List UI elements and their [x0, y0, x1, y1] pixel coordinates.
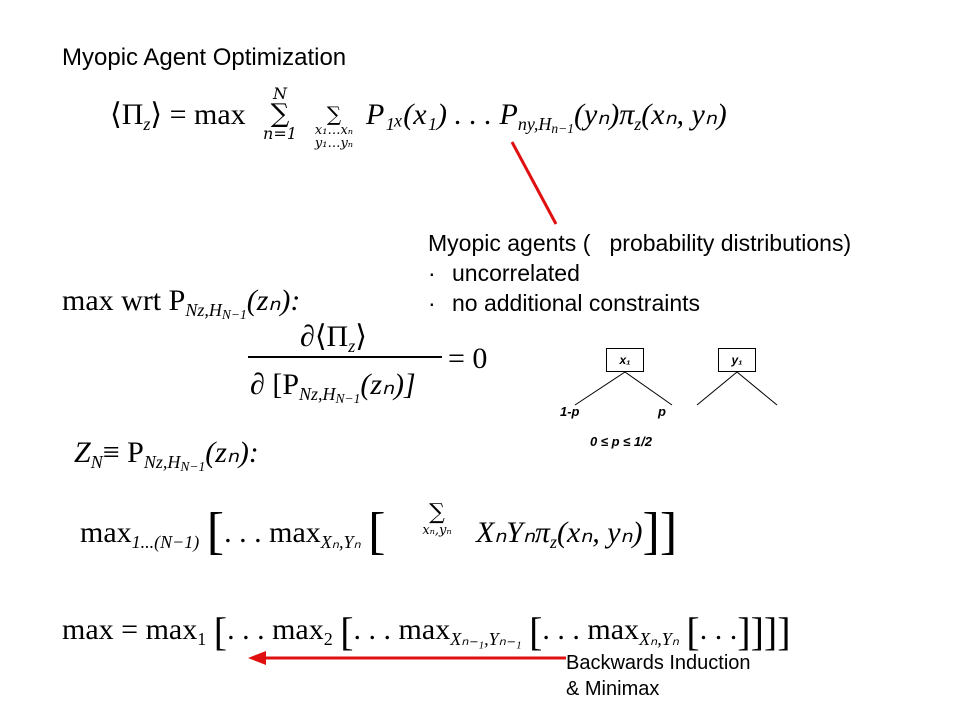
arrow-head-icon: [248, 651, 266, 665]
footer-note: Backwards Induction & Minimax: [566, 650, 751, 702]
eq1-terms-sub: ny,H: [517, 114, 552, 135]
tree-right-label: p: [658, 404, 666, 419]
eq1-inner-sub2: y₁…yₙ: [314, 136, 354, 151]
footer-line-2: & Minimax: [566, 678, 660, 700]
open-bracket-icon: [: [213, 609, 228, 654]
eq1-lhs-sub: z: [143, 114, 151, 135]
tree-y-right-branch: [736, 371, 778, 406]
eq1-sum: N ∑ n=1: [258, 86, 302, 142]
page-title: Myopic Agent Optimization: [62, 44, 347, 71]
close-bracket-icon: ]]]]: [737, 609, 791, 654]
equation-zn-definition: ZN≡ PNz,HN−1(zₙ):: [74, 436, 259, 475]
annotation-line-2: ·uncorrelated: [428, 260, 580, 286]
eq1-terms-main: P₁ₓ(x₁) . . . P: [366, 98, 518, 131]
tree-node-x: x₁: [606, 348, 644, 372]
equation-nested-max: max1...(N−1) [. . . maxXₙ,Yₙ [: [80, 503, 386, 560]
eq3-denominator: ∂ [PNz,HN−1(zₙ)]: [250, 368, 416, 407]
eq1-terms: P₁ₓ(x₁) . . . Pny,Hn−1(yₙ)πz(xₙ, yₙ): [366, 98, 727, 136]
eq2-tail: (zₙ):: [246, 284, 301, 317]
eq1-inner-sum: ∑ x₁…xₙ y₁…yₙ: [304, 104, 364, 150]
close-bracket-icon: ]]: [642, 503, 678, 560]
bullet-icon: ·: [428, 260, 436, 286]
eq1-terms-tail: (yₙ)π: [573, 98, 635, 131]
open-bracket-icon: [: [686, 609, 700, 654]
annotation-line-3: ·no additional constraints: [428, 290, 701, 316]
tree-node-y: y₁: [718, 348, 756, 372]
annotation-note: Myopic agents ( probability distribution…: [428, 228, 851, 318]
eq1-sum-top: N: [273, 84, 287, 103]
fraction-bar: [248, 356, 442, 358]
eq3-numerator: ∂⟨Πz⟩: [300, 320, 367, 357]
equation-expected-payoff: ⟨Πz⟩ = max: [110, 98, 246, 134]
eq1-terms-tail-sub: z: [634, 114, 642, 135]
eq2-text: max wrt P: [62, 284, 186, 317]
open-bracket-icon: [: [206, 503, 225, 560]
eq2-sub: Nz,H: [185, 300, 222, 321]
eq1-sum-bottom: n=1: [263, 124, 297, 143]
eq1-lhs: ⟨Π: [110, 98, 144, 131]
open-bracket-icon: [: [529, 609, 543, 654]
open-bracket-icon: [: [368, 503, 386, 560]
eq1-terms-tail-end: (xₙ, yₙ): [641, 98, 727, 131]
equation-max-chain: max = max1 [. . . max2 [. . . maxXₙ₋₁,Yₙ…: [62, 609, 791, 654]
open-bracket-icon: [: [340, 609, 354, 654]
annotation-line-1: Myopic agents ( probability distribution…: [428, 230, 852, 256]
eq2-subsub: N−1: [221, 307, 247, 323]
tree-constraint: 0 ≤ p ≤ 1/2: [590, 434, 652, 449]
tree-x-right-branch: [624, 371, 673, 406]
eq5-body: XₙYₙπz(xₙ, yₙ)]]: [476, 503, 678, 560]
eq1-terms-subsub: n−1: [551, 121, 574, 137]
tree-left-label: 1-p: [560, 404, 580, 419]
equation-max-wrt: max wrt PNz,HN−1(zₙ):: [62, 284, 301, 322]
eq3-rhs: = 0: [448, 342, 488, 375]
bullet-icon: ·: [428, 290, 436, 316]
footer-line-1: Backwards Induction: [566, 652, 751, 674]
eq1-lhs-close: ⟩ = max: [150, 98, 246, 131]
tree-x-left-branch: [574, 371, 626, 406]
sigma-icon: ∑: [270, 99, 290, 129]
sigma-icon: ∑: [326, 102, 342, 126]
eq5-sum: ∑ xₙ,yₙ: [412, 500, 462, 538]
eq1-inner-sub1: x₁…xₙ: [314, 123, 354, 138]
sigma-icon: ∑: [429, 500, 445, 525]
pointer-line: [510, 141, 558, 225]
tree-y-left-branch: [696, 371, 738, 406]
